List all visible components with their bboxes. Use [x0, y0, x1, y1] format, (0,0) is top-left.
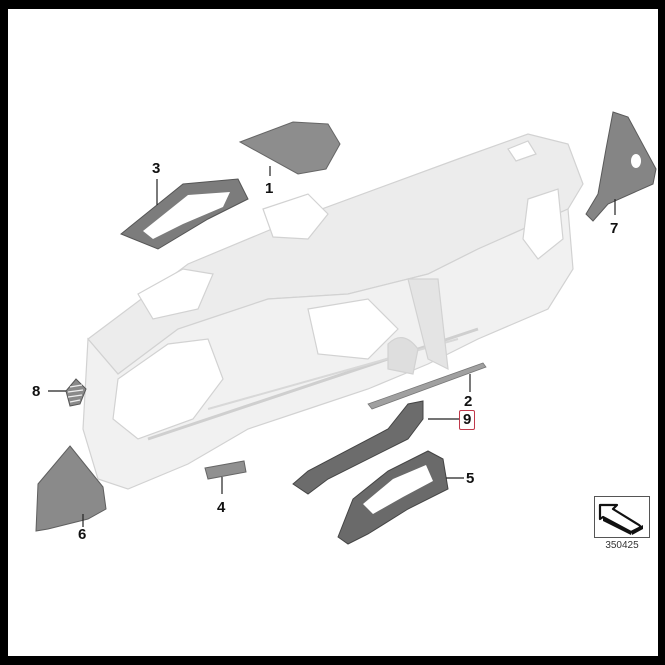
arrow-view-direction-icon: [598, 503, 643, 535]
callout-4[interactable]: 4: [217, 499, 226, 516]
part-3-shape: [120, 178, 249, 250]
callout-5[interactable]: 5: [466, 470, 475, 487]
callout-7[interactable]: 7: [610, 220, 619, 237]
callout-3[interactable]: 3: [152, 160, 161, 177]
reference-number: 350425: [605, 540, 639, 551]
callout-8[interactable]: 8: [32, 383, 41, 400]
part-7-shape: [585, 111, 657, 222]
part-8-shape: [65, 378, 87, 407]
callout-1[interactable]: 1: [265, 180, 274, 197]
callout-9-highlighted[interactable]: 9: [459, 410, 476, 430]
reference-box: [594, 496, 650, 538]
part-2-shape: [367, 362, 487, 410]
part-6-shape: [35, 445, 107, 532]
part-1-shape: [238, 121, 341, 175]
dashboard-carrier: [82, 133, 584, 490]
callout-6[interactable]: 6: [78, 526, 87, 543]
diagram-canvas: 1 2 3 4 5 6 7 8 9 350425: [8, 9, 658, 656]
dashboard-exploded-view: [35, 111, 657, 545]
callout-2[interactable]: 2: [464, 393, 473, 410]
part-4-shape: [204, 460, 247, 480]
leader-lines: [48, 166, 616, 527]
part-5-shape: [337, 450, 449, 545]
part-9-shape: [292, 400, 424, 495]
